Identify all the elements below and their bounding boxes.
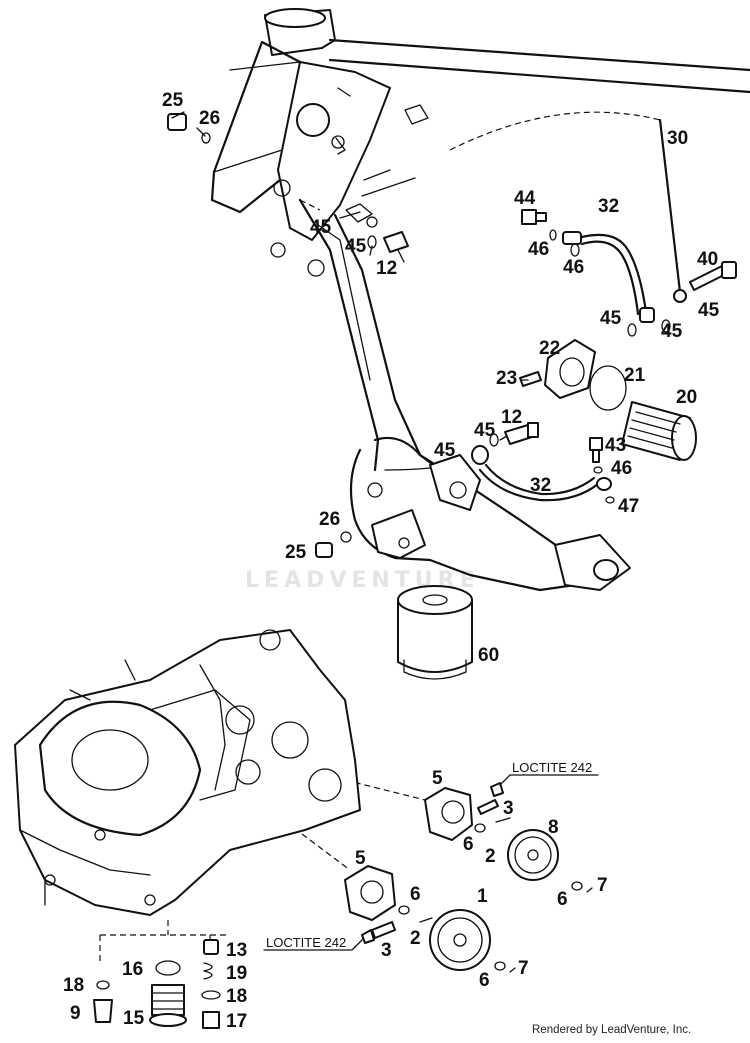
callout-18: 18: [63, 975, 84, 996]
callout-19: 19: [226, 963, 247, 984]
callout-26: 26: [319, 509, 340, 530]
callout-45: 45: [345, 236, 367, 257]
callout-60: 60: [478, 645, 499, 666]
callout-5: 5: [355, 848, 366, 869]
callout-1: 1: [477, 886, 488, 907]
drain-parts: [93, 939, 221, 1029]
callouts: 25 26 30 44 32 46 46 45 45 12 40 45 45 4…: [63, 90, 720, 1032]
callout-46: 46: [528, 239, 549, 260]
callout-32: 32: [530, 475, 551, 496]
callout-26: 26: [199, 108, 220, 129]
callout-18: 18: [226, 986, 247, 1007]
loctite-note-top: LOCTITE 242: [512, 760, 592, 775]
callout-8: 8: [548, 817, 559, 838]
callout-2: 2: [485, 846, 496, 867]
callout-32: 32: [598, 196, 619, 217]
notes: LOCTITE 242 LOCTITE 242: [263, 760, 599, 951]
callout-13: 13: [226, 940, 247, 961]
callout-7: 7: [518, 958, 529, 979]
callout-12: 12: [501, 407, 522, 428]
callout-23: 23: [496, 368, 517, 389]
callout-3: 3: [381, 940, 392, 961]
callout-21: 21: [624, 365, 646, 386]
callout-6: 6: [479, 970, 490, 991]
callout-45: 45: [310, 217, 332, 238]
callout-6: 6: [410, 884, 421, 905]
callout-12: 12: [376, 258, 397, 279]
callout-40: 40: [697, 249, 718, 270]
callout-43: 43: [605, 435, 626, 456]
callout-45: 45: [698, 300, 720, 321]
callout-2: 2: [410, 928, 421, 949]
callout-46: 46: [611, 458, 632, 479]
crankcase: [14, 629, 361, 916]
callout-7: 7: [597, 875, 608, 896]
callout-46: 46: [563, 257, 584, 278]
callout-30: 30: [667, 128, 688, 149]
callout-25: 25: [285, 542, 307, 563]
callout-45: 45: [474, 420, 496, 441]
callout-45: 45: [434, 440, 456, 461]
callout-45: 45: [600, 308, 622, 329]
callout-22: 22: [539, 338, 560, 359]
loctite-note-bottom: LOCTITE 242: [266, 935, 346, 950]
callout-16: 16: [122, 959, 143, 980]
callout-6: 6: [463, 834, 474, 855]
callout-25: 25: [162, 90, 184, 111]
callout-47: 47: [618, 496, 639, 517]
callout-15: 15: [123, 1008, 145, 1029]
callout-5: 5: [432, 768, 443, 789]
callout-3: 3: [503, 798, 514, 819]
callout-9: 9: [70, 1003, 81, 1024]
oil-lines: [167, 113, 737, 680]
callout-45: 45: [661, 321, 683, 342]
frame-assembly: [210, 8, 750, 592]
callout-20: 20: [676, 387, 697, 408]
credit-text: Rendered by LeadVenture, Inc.: [532, 1024, 692, 1036]
callout-17: 17: [226, 1011, 247, 1032]
oil-pumps: [344, 782, 593, 973]
callout-6: 6: [557, 889, 568, 910]
callout-44: 44: [514, 188, 536, 209]
